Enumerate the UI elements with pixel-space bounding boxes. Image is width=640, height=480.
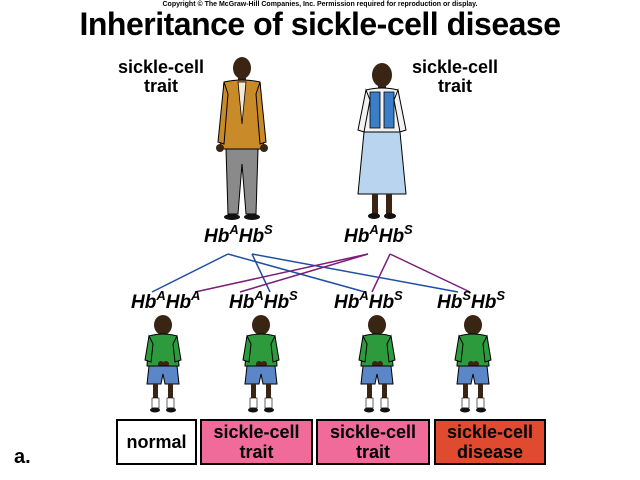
child-3-allele-2-base: Hb (368, 292, 395, 313)
mother-allele-lines (194, 253, 471, 293)
child-3-status-line1: sickle-cell (329, 422, 417, 442)
child-3-status-line2: trait (355, 442, 390, 462)
mother-label-line1: sickle-cell (411, 57, 499, 77)
child-2-allele-1-sup: A (254, 288, 264, 303)
father-allele-2: HbS (238, 223, 273, 247)
child-1-allele-2-sup: A (191, 288, 201, 303)
child-1-allele-1-sup: A (156, 288, 166, 303)
child-1-genotype: HbAHbA (131, 289, 200, 314)
child-4-allele-2-sup: S (496, 288, 505, 303)
child-4-allele-1-base: Hb (437, 292, 463, 313)
child-4-figure (454, 315, 492, 413)
mother-allele-1-base: Hb (344, 226, 370, 247)
child-2-allele-2-sup: S (289, 288, 298, 303)
child-4-allele-1-sup: S (462, 288, 471, 303)
copyright-notice: Copyright © The McGraw-Hill Companies, I… (162, 1, 478, 8)
mother-label: sickle-cell trait (400, 58, 510, 96)
child-4-genotype: HbSHbS (437, 289, 505, 314)
page-title: Inheritance of sickle-cell disease (79, 6, 561, 42)
child-1-allele-1-base: Hb (131, 292, 157, 313)
child-4-status-line2: disease (456, 442, 524, 462)
father-label-line1: sickle-cell (117, 57, 205, 77)
father-allele-1: HbA (204, 223, 239, 247)
father-allele-1-base: Hb (204, 226, 230, 247)
child-2-allele-2-base: Hb (263, 292, 290, 313)
mother-label-line2: trait (437, 76, 472, 96)
child-4-status-line1: sickle-cell (446, 422, 534, 442)
figure-letter: a. (14, 446, 31, 468)
child-2-genotype: HbAHbS (229, 289, 298, 314)
child-1-status-box: normal (116, 419, 197, 465)
child-1-allele-2-base: Hb (165, 292, 192, 313)
father-label-line2: trait (143, 76, 178, 96)
mother-allele-2: HbS (378, 223, 413, 247)
child-2-allele-1-base: Hb (229, 292, 255, 313)
child-3-allele-1-sup: A (359, 288, 369, 303)
father-allele-lines (151, 253, 459, 293)
mother-figure (357, 63, 407, 219)
line-fatherA-child3 (227, 253, 366, 293)
father-allele-1-sup: A (229, 222, 239, 237)
child-1-figure (144, 315, 182, 413)
mother-allele-1: HbA (344, 223, 379, 247)
child-4-allele-2-base: Hb (471, 292, 497, 313)
child-2-figure (242, 315, 280, 413)
mother-allele-2-base: Hb (378, 226, 405, 247)
child-3-genotype: HbAHbS (334, 289, 403, 314)
line-motherA-child2 (239, 253, 369, 293)
father-label: sickle-cell trait (106, 58, 216, 96)
line-motherA-child1 (194, 253, 369, 293)
mother-genotype: HbAHbS (344, 223, 413, 248)
child-3-figure (358, 315, 396, 413)
line-motherS-child4 (389, 253, 471, 293)
child-3-allele-2-sup: S (394, 288, 403, 303)
child-2-status-line2: trait (239, 442, 274, 462)
child-1-status-line1: normal (126, 432, 187, 452)
line-fatherS-child2 (251, 253, 271, 293)
father-figure (216, 57, 268, 220)
child-3-allele-1-base: Hb (334, 292, 360, 313)
line-fatherS-child4 (251, 253, 459, 293)
line-fatherA-child1 (151, 253, 229, 293)
father-allele-2-sup: S (264, 222, 273, 237)
line-motherS-child3 (371, 253, 391, 293)
father-genotype: HbAHbS (204, 223, 273, 248)
child-2-status-line1: sickle-cell (213, 422, 300, 442)
mother-allele-1-sup: A (369, 222, 379, 237)
mother-allele-2-sup: S (404, 222, 413, 237)
father-allele-2-base: Hb (238, 226, 265, 247)
